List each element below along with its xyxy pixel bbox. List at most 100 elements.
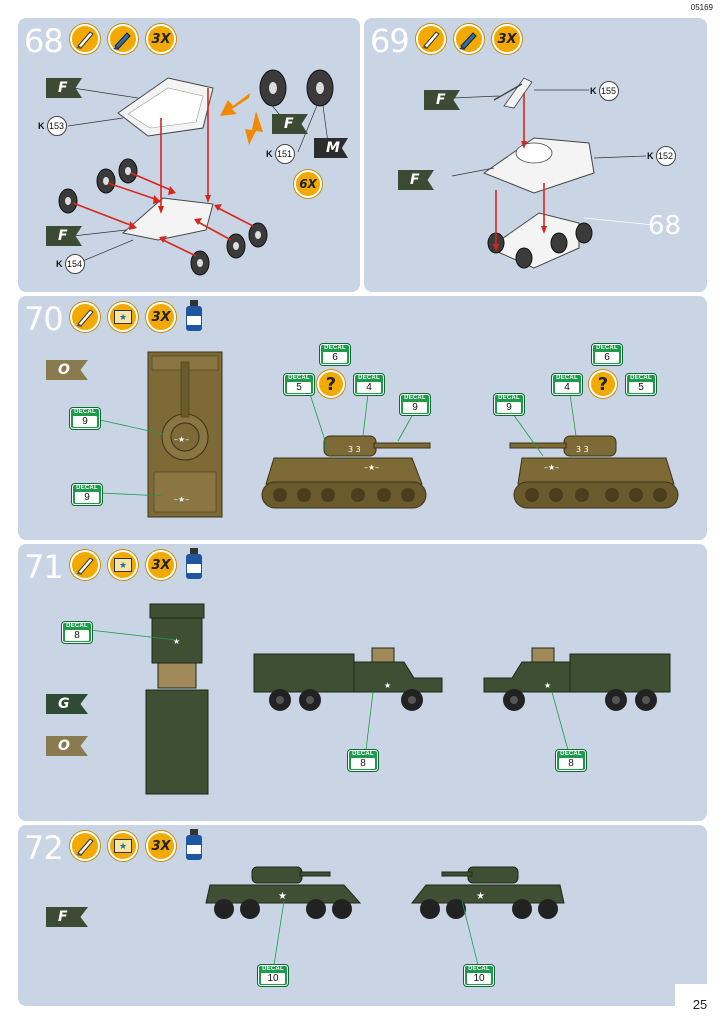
step-number: 72 [24, 829, 64, 867]
decal-number: 8 [351, 758, 375, 769]
decal-label: DECAL [596, 345, 618, 351]
step-number: 71 [24, 548, 64, 586]
decal-set-bottle-icon [186, 300, 202, 331]
decal-set-bottle-icon [186, 548, 202, 579]
step-number: 70 [24, 300, 64, 338]
help-icon: ? [317, 370, 345, 398]
decal-number: 5 [629, 382, 653, 393]
decal-number: 9 [75, 492, 99, 503]
svg-text:–★–: –★– [174, 435, 189, 444]
step-69-panel: 69 3X [364, 18, 707, 292]
decal-label: DECAL [630, 375, 652, 381]
paint-flag: F [272, 114, 308, 134]
part-ref: K 154 [56, 254, 85, 274]
decal-apply-icon: ★ [108, 550, 138, 580]
decal-label: DECAL [74, 409, 96, 415]
part-ref: K 151 [266, 144, 295, 164]
tank-top-view: –★– –★– [147, 351, 223, 518]
step-70-panel: 70 ★ 3X –★– –★– 3 3 –★– [18, 296, 707, 540]
decal-leader-lines [89, 629, 569, 751]
step-68-illustration [58, 69, 334, 276]
truck-side-view-left: ★ [253, 647, 443, 711]
quantity-badge: 3X [146, 302, 176, 332]
decal-label: DECAL [556, 375, 578, 381]
quantity-badge: 3X [492, 24, 522, 54]
svg-text:–★–: –★– [544, 463, 559, 472]
decal-number: 6 [323, 352, 347, 363]
brush-icon [70, 302, 100, 332]
part-prefix: K [590, 86, 597, 96]
decal-number: 10 [467, 973, 491, 984]
decal-number: 8 [65, 630, 89, 641]
paint-flag: F [46, 78, 82, 98]
quantity-badge: 3X [146, 831, 176, 861]
decal-number: 9 [73, 416, 97, 427]
decal-label: DECAL [404, 395, 426, 401]
part-ref: K 152 [647, 146, 676, 166]
decal-number: 10 [261, 973, 285, 984]
armored-car-left-view: ★ [205, 866, 362, 919]
page-code: 05169 [690, 3, 713, 12]
glue-icon [454, 24, 484, 54]
armored-car-right-view: ★ [410, 866, 565, 919]
part-ref: K 155 [590, 81, 619, 101]
page-number: 25 [675, 984, 725, 1024]
decal-label: DECAL [352, 751, 374, 757]
svg-text:★: ★ [384, 681, 391, 690]
svg-text:3 3: 3 3 [576, 445, 589, 454]
decal-label: DECAL [358, 375, 380, 381]
paint-flag: F [424, 90, 460, 110]
part-prefix: K [38, 121, 45, 131]
quantity-badge: 3X [146, 550, 176, 580]
svg-text:★: ★ [173, 637, 180, 646]
decal-label: DECAL [288, 375, 310, 381]
step-69-illustration [451, 77, 655, 269]
svg-text:★: ★ [476, 891, 485, 902]
decal-leader-lines [273, 900, 479, 966]
step-number: 69 [370, 22, 410, 60]
decal-number: 8 [559, 758, 583, 769]
paint-flag: F [398, 170, 434, 190]
tank-side-view-right: 3 3 –★– [509, 435, 679, 509]
help-icon: ? [589, 370, 617, 398]
brush-icon [70, 550, 100, 580]
decal-label: DECAL [262, 966, 284, 972]
decal-number: 9 [403, 402, 427, 413]
part-prefix: K [266, 149, 273, 159]
brush-icon [70, 831, 100, 861]
decal-number: 6 [595, 352, 619, 363]
svg-text:★: ★ [544, 681, 551, 690]
decal-label: DECAL [560, 751, 582, 757]
decal-number: 9 [497, 402, 521, 413]
decal-label: DECAL [76, 485, 98, 491]
decal-number: 4 [357, 382, 381, 393]
part-prefix: K [56, 259, 63, 269]
decal-set-bottle-icon [186, 829, 202, 860]
part-number: 151 [274, 144, 295, 164]
truck-side-view-right: ★ [483, 647, 671, 711]
decal-apply-icon: ★ [108, 302, 138, 332]
reference-step-number: 68 [648, 211, 682, 241]
paint-flag: O [46, 736, 88, 756]
part-prefix: K [647, 151, 654, 161]
tank-side-view-left: 3 3 –★– [261, 435, 431, 509]
decal-label: DECAL [66, 623, 88, 629]
paint-flag: F [46, 907, 88, 927]
decal-apply-icon: ★ [108, 831, 138, 861]
paint-flag: O [46, 360, 88, 380]
decal-label: DECAL [468, 966, 490, 972]
truck-top-view: ★ [145, 603, 209, 795]
part-number: 155 [598, 81, 619, 101]
step-68-panel: 68 3X [18, 18, 360, 292]
